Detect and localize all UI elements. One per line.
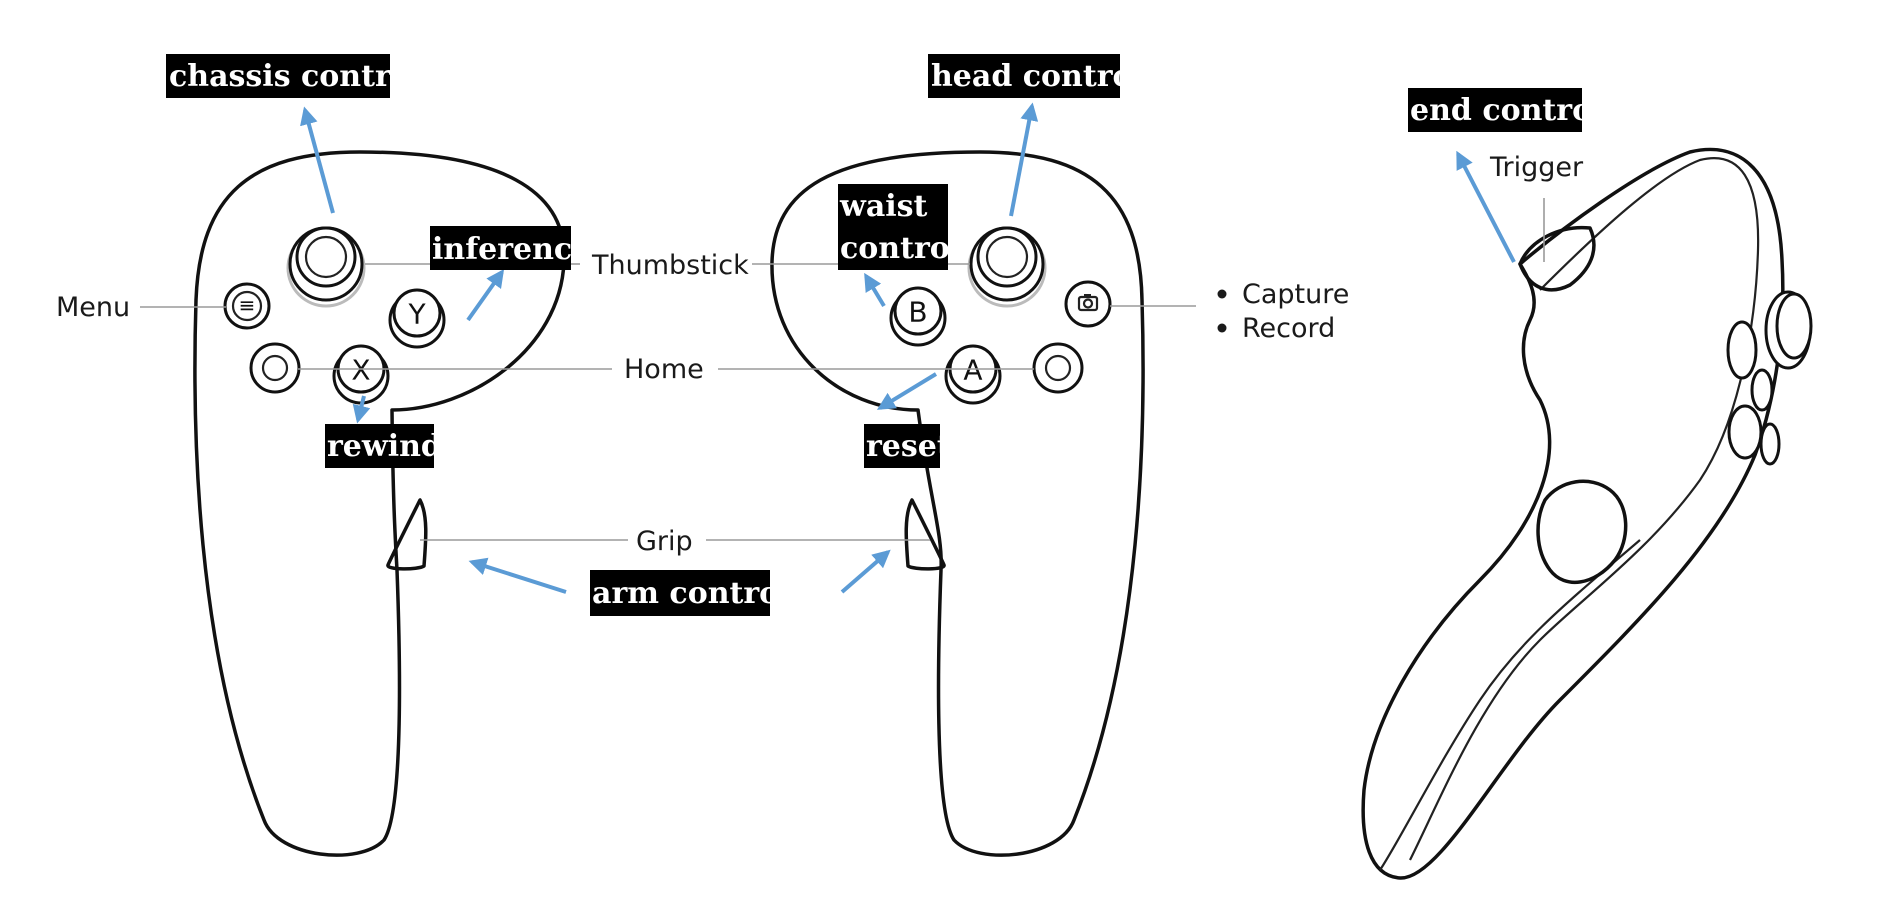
svg-text:end control: end control xyxy=(1410,93,1603,128)
b-button[interactable]: B xyxy=(889,286,947,347)
svg-text:control: control xyxy=(840,231,961,266)
x-button-label: X xyxy=(351,354,370,387)
tag-end-control: end control xyxy=(1408,88,1603,132)
side-button-low[interactable] xyxy=(1727,404,1763,460)
svg-text:head control: head control xyxy=(931,59,1144,94)
side-controller xyxy=(1361,147,1813,880)
side-trigger[interactable] xyxy=(1518,225,1596,292)
annotation-arrows xyxy=(300,102,1516,594)
tag-head-control: head control xyxy=(928,54,1144,98)
grip-label: Grip xyxy=(636,526,693,557)
side-controller-ridge xyxy=(1409,157,1760,861)
arrow-arm-right xyxy=(840,549,891,594)
thumbstick-label: Thumbstick xyxy=(591,250,749,281)
right-controller: B A xyxy=(770,150,1145,857)
arrow-waist xyxy=(864,272,886,308)
tag-inference: inference xyxy=(430,226,591,270)
svg-text:rewind: rewind xyxy=(327,429,442,464)
tag-reset: reset xyxy=(864,424,951,468)
right-controller-body xyxy=(770,150,1145,857)
left-home-button[interactable] xyxy=(249,342,301,394)
trigger-label: Trigger xyxy=(1489,152,1584,183)
right-grip-notch xyxy=(904,498,946,571)
menu-label: Menu xyxy=(56,292,130,323)
svg-text:inference: inference xyxy=(432,232,591,267)
arrow-inference xyxy=(466,269,505,322)
arrow-chassis xyxy=(300,106,335,214)
a-button[interactable]: A xyxy=(944,344,1002,405)
tag-arm-control: arm control xyxy=(590,570,791,616)
capture-bullet xyxy=(1217,289,1227,299)
y-button-label: Y xyxy=(407,298,426,331)
side-button-top[interactable] xyxy=(1726,320,1758,380)
b-button-label: B xyxy=(908,296,927,329)
record-label: Record xyxy=(1242,313,1335,344)
svg-text:arm control: arm control xyxy=(592,576,791,611)
capture-button[interactable] xyxy=(1064,280,1112,328)
left-controller: ≡ Y X xyxy=(193,150,566,857)
right-thumbstick[interactable] xyxy=(967,226,1047,308)
record-bullet xyxy=(1217,323,1227,333)
arrow-reset xyxy=(876,372,938,410)
left-grip-notch xyxy=(386,498,428,571)
home-label: Home xyxy=(624,354,704,385)
camera-icon xyxy=(1084,294,1091,297)
side-button-mid[interactable] xyxy=(1750,368,1774,412)
left-thumbstick[interactable] xyxy=(286,226,366,308)
side-grip-panel xyxy=(1536,479,1628,585)
a-button-label: A xyxy=(963,354,982,387)
side-button-small[interactable] xyxy=(1759,422,1781,466)
svg-text:reset: reset xyxy=(866,429,951,464)
svg-text:waist: waist xyxy=(839,189,928,224)
y-button[interactable]: Y xyxy=(388,288,446,349)
menu-glyph: ≡ xyxy=(239,293,256,317)
tag-waist-control: waist control xyxy=(838,184,961,270)
arrow-rewind xyxy=(352,395,371,424)
arrow-end xyxy=(1456,150,1516,263)
menu-button[interactable]: ≡ xyxy=(223,282,271,330)
tag-rewind: rewind xyxy=(325,424,442,468)
right-home-button[interactable] xyxy=(1032,342,1084,394)
arrow-arm-left xyxy=(468,557,567,594)
tag-chassis-control: chassis control xyxy=(166,54,422,98)
x-button[interactable]: X xyxy=(332,344,390,405)
arrow-head xyxy=(1009,102,1039,217)
side-controller-body xyxy=(1361,147,1785,880)
capture-label: Capture xyxy=(1242,279,1349,310)
svg-text:chassis control: chassis control xyxy=(169,59,422,94)
side-controller-inner-line xyxy=(1379,539,1641,871)
side-thumbstick[interactable] xyxy=(1764,290,1813,370)
